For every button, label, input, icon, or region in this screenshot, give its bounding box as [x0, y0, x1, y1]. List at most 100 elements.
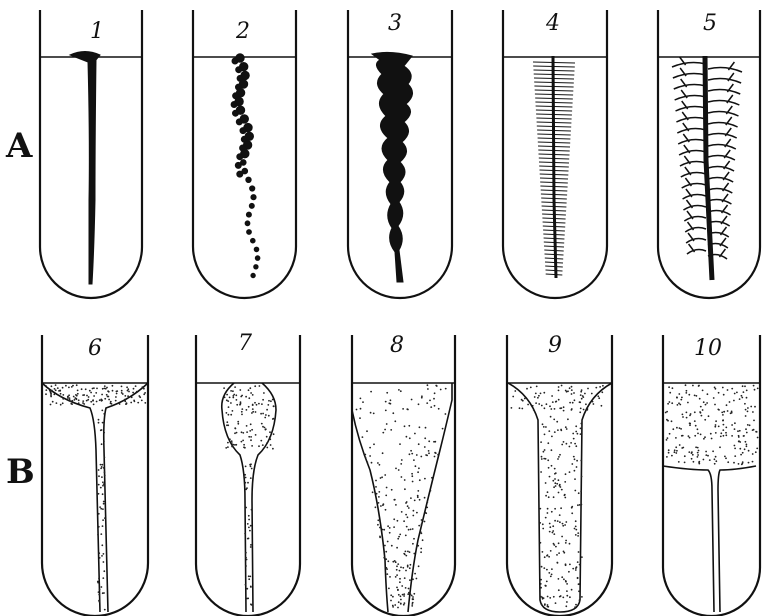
- stipple-dot: [248, 527, 250, 529]
- stipple-dot: [227, 442, 229, 444]
- stipple-dot: [237, 421, 239, 423]
- stipple-dot: [229, 397, 231, 399]
- stipple-dot: [666, 456, 668, 458]
- branch-right: [708, 84, 740, 94]
- stipple-dot: [411, 603, 413, 605]
- branch-left: [678, 134, 706, 144]
- stipple-dot: [119, 403, 121, 405]
- stipple-dot: [230, 414, 232, 416]
- stipple-dot: [103, 561, 105, 563]
- stipple-dot: [385, 558, 387, 560]
- stipple-dot: [242, 440, 244, 442]
- stipple-dot: [98, 594, 100, 596]
- stipple-dot: [262, 399, 264, 401]
- stipple-dot: [76, 395, 78, 397]
- villous-hair: [543, 230, 565, 231]
- stipple-dot: [418, 403, 420, 405]
- stipple-dot: [678, 393, 680, 395]
- stipple-dot: [575, 529, 577, 531]
- stipple-dot: [226, 394, 228, 396]
- stipple-dot: [547, 554, 549, 556]
- stipple-dot: [574, 606, 576, 608]
- stipple-dot: [379, 521, 381, 523]
- stipple-dot: [703, 401, 705, 403]
- stipple-dot: [540, 393, 542, 395]
- stipple-dot: [580, 394, 582, 396]
- stipple-dot: [369, 447, 371, 449]
- stipple-dot: [407, 516, 409, 518]
- stipple-dot: [536, 386, 538, 388]
- stipple-dot: [756, 448, 758, 450]
- stipple-dot: [752, 411, 754, 413]
- stipple-dot: [270, 444, 272, 446]
- stipple-dot: [406, 526, 408, 528]
- branch-left: [672, 57, 706, 67]
- stipple-dot: [682, 414, 684, 416]
- stipple-dot: [413, 459, 415, 461]
- stipple-dot: [544, 449, 546, 451]
- villous-hair: [544, 242, 564, 243]
- stipple-dot: [402, 594, 404, 596]
- villous-hair: [536, 114, 572, 115]
- stipple-dot: [581, 556, 583, 558]
- stipple-dot: [697, 447, 699, 449]
- stipple-dot: [731, 388, 733, 390]
- stipple-dot: [97, 534, 99, 536]
- stipple-dot: [76, 398, 78, 400]
- stipple-dot: [549, 526, 551, 528]
- tube-number-1: 1: [90, 19, 104, 44]
- stipple-dot: [414, 500, 416, 502]
- stipple-dot: [560, 507, 562, 509]
- stipple-dot: [559, 514, 561, 516]
- stipple-dot: [69, 397, 71, 399]
- stipple-dot: [266, 447, 268, 449]
- stipple-dot: [420, 456, 422, 458]
- stipple-dot: [258, 403, 260, 405]
- stipple-dot: [565, 540, 567, 542]
- bead: [231, 102, 237, 108]
- stipple-dot: [103, 432, 105, 434]
- stipple-dot: [677, 404, 679, 406]
- stipple-dot: [98, 419, 100, 421]
- stipple-dot: [559, 454, 561, 456]
- stipple-dot: [110, 402, 112, 404]
- stipple-dot: [426, 455, 428, 457]
- stipple-dot: [127, 395, 129, 397]
- branch-right: [708, 106, 738, 116]
- villous-hair: [533, 62, 575, 63]
- stipple-dot: [250, 603, 252, 605]
- stipple-dot: [364, 454, 366, 456]
- stipple-dot: [540, 596, 542, 598]
- stipple-dot: [672, 387, 674, 389]
- villous-hair: [543, 226, 565, 227]
- stipple-dot: [130, 402, 132, 404]
- stipple-dot: [556, 483, 558, 485]
- stipple-dot: [99, 589, 101, 591]
- stipple-dot: [682, 416, 684, 418]
- stipple-dot: [89, 390, 91, 392]
- stipple-dot: [62, 402, 64, 404]
- stipple-dot: [533, 409, 535, 411]
- stipple-dot: [667, 403, 669, 405]
- bead: [249, 203, 254, 208]
- stipple-dot: [370, 412, 372, 414]
- stipple-dot: [749, 424, 751, 426]
- stipple-dot: [406, 408, 408, 410]
- stipple-dot: [406, 436, 408, 438]
- stipple-dot: [251, 509, 253, 511]
- stipple-dot: [676, 450, 678, 452]
- stipple-dot: [394, 560, 396, 562]
- stipple-dot: [250, 586, 252, 588]
- stipple-dot: [98, 493, 100, 495]
- stipple-dot: [390, 429, 392, 431]
- stipple-dot: [378, 502, 380, 504]
- stipple-dot: [686, 390, 688, 392]
- stipple-dot: [688, 435, 690, 437]
- stipple-dot: [244, 474, 246, 476]
- stipple-dot: [698, 462, 700, 464]
- stipple-dot: [90, 392, 92, 394]
- stipple-dot: [694, 411, 696, 413]
- stipple-dot: [581, 504, 583, 506]
- tube-8: [352, 335, 455, 616]
- stipple-dot: [556, 562, 558, 564]
